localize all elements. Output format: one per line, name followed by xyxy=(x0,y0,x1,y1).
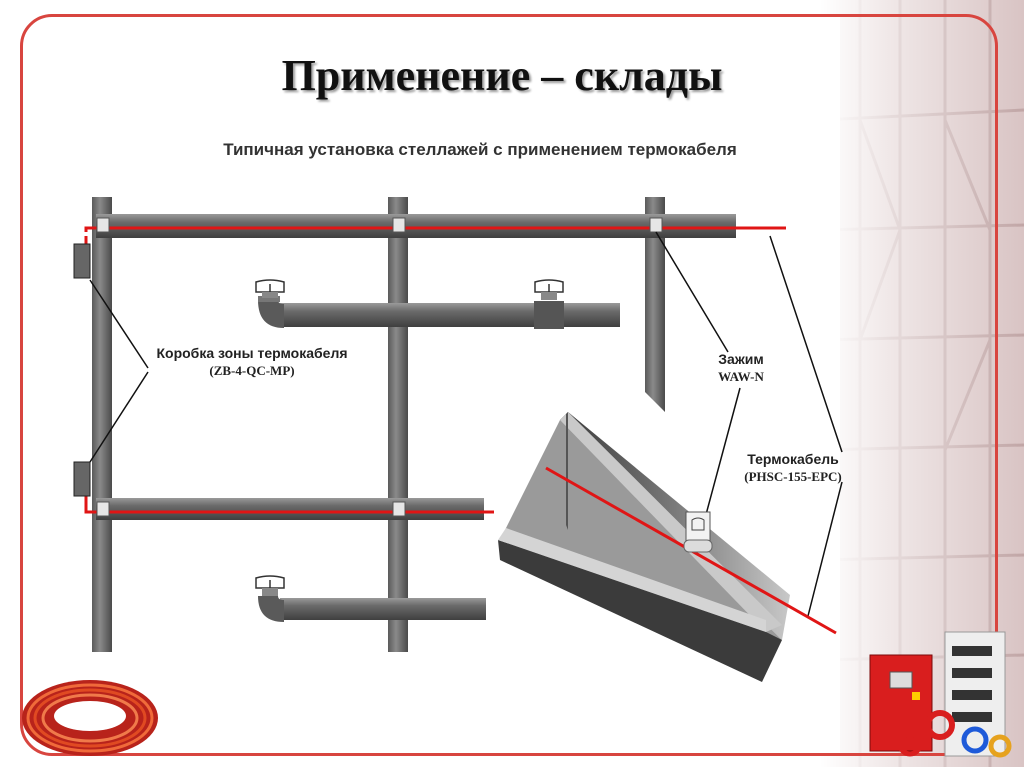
angle-steel-detail xyxy=(498,412,790,682)
cable-label-name: Термокабель xyxy=(747,451,839,467)
rack-beam-top xyxy=(96,214,736,238)
clamp-detail xyxy=(683,511,713,553)
leader-lines xyxy=(89,231,843,617)
cable-coil-image xyxy=(22,680,158,756)
zone-box-label: Коробка зоны термокабеля (ZB-4-QC-MP) xyxy=(132,344,372,380)
rack-post-left xyxy=(92,197,112,652)
zone-box-label-name: Коробка зоны термокабеля xyxy=(156,345,348,361)
sprinkler-pipe-upper xyxy=(255,279,620,329)
slide-frame xyxy=(20,14,998,756)
slide-title: Применение – склады xyxy=(281,51,723,100)
beam-clamps xyxy=(96,217,663,517)
rack-post-middle xyxy=(388,197,408,652)
clamp-label: Зажим WAW-N xyxy=(696,350,786,386)
rack-post-right xyxy=(645,197,665,412)
clamp-label-name: Зажим xyxy=(718,351,764,367)
control-panel-image xyxy=(869,631,1012,758)
diagram-subtitle: Типичная установка стеллажей с применени… xyxy=(223,140,737,159)
cable-label-model: (PHSC-155-EPC) xyxy=(744,469,842,484)
heat-cable xyxy=(84,226,786,514)
rack-beam-lower xyxy=(96,498,484,520)
cable-label: Термокабель (PHSC-155-EPC) xyxy=(730,450,856,486)
zone-box-lower xyxy=(73,461,91,497)
clamp-label-model: WAW-N xyxy=(718,369,764,384)
zone-box-upper xyxy=(73,243,91,279)
zone-box-label-model: (ZB-4-QC-MP) xyxy=(209,363,295,378)
sprinkler-pipe-lower xyxy=(255,575,486,622)
